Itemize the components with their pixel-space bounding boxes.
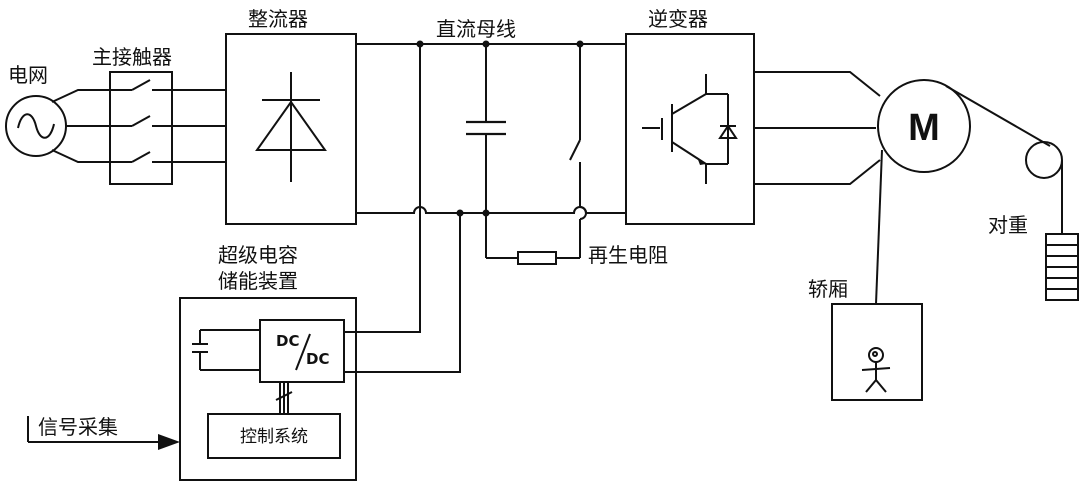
dcdc-top-label: DC <box>276 332 299 350</box>
person-icon <box>861 347 891 393</box>
brake-switch <box>569 44 587 258</box>
signal-acquisition: 信号采集 <box>27 415 180 450</box>
rectifier-label: 整流器 <box>248 7 308 31</box>
bus-capacitor <box>466 44 506 213</box>
supercap-storage: 超级电容 储能装置 DC DC 控制系统 <box>179 243 357 481</box>
motor-label: M <box>908 107 940 149</box>
control-system-label: 控制系统 <box>240 427 308 447</box>
main-contactor: 主接触器 <box>92 45 173 185</box>
regen-resistor-label: 再生电阻 <box>588 243 668 267</box>
inverter-label: 逆变器 <box>648 7 708 31</box>
counterweight-label: 对重 <box>988 213 1028 237</box>
control-system: 控制系统 <box>207 413 341 459</box>
counterweight: 对重 <box>988 213 1079 301</box>
dc-bus: 直流母线 再生电阻 <box>356 17 668 267</box>
signal-acquisition-label: 信号采集 <box>38 415 118 439</box>
dc-bus-label: 直流母线 <box>436 17 516 41</box>
motor: M <box>877 79 971 173</box>
inverter: 逆变器 <box>625 7 755 225</box>
dcdc-converter: DC DC <box>259 319 345 383</box>
signal-arrow-icon <box>158 434 180 450</box>
regen-resistor: 再生电阻 <box>485 213 668 267</box>
grid-source: 电网 <box>5 63 67 157</box>
car: 轿厢 <box>808 277 923 401</box>
freewheel-diode-icon <box>718 124 738 139</box>
dcdc-bottom-label: DC <box>306 350 329 368</box>
main-contactor-label: 主接触器 <box>92 45 172 69</box>
ac-wave-icon <box>17 113 55 139</box>
diode-icon <box>255 100 327 151</box>
car-label: 轿厢 <box>808 277 848 301</box>
supercap-cell-icon <box>192 329 260 371</box>
grid-label: 电网 <box>8 63 48 87</box>
supercap-label-line1: 超级电容 <box>218 243 298 267</box>
supercap-label-line2: 储能装置 <box>218 269 298 293</box>
pulley-icon <box>1025 141 1063 179</box>
rectifier: 整流器 <box>225 7 357 225</box>
